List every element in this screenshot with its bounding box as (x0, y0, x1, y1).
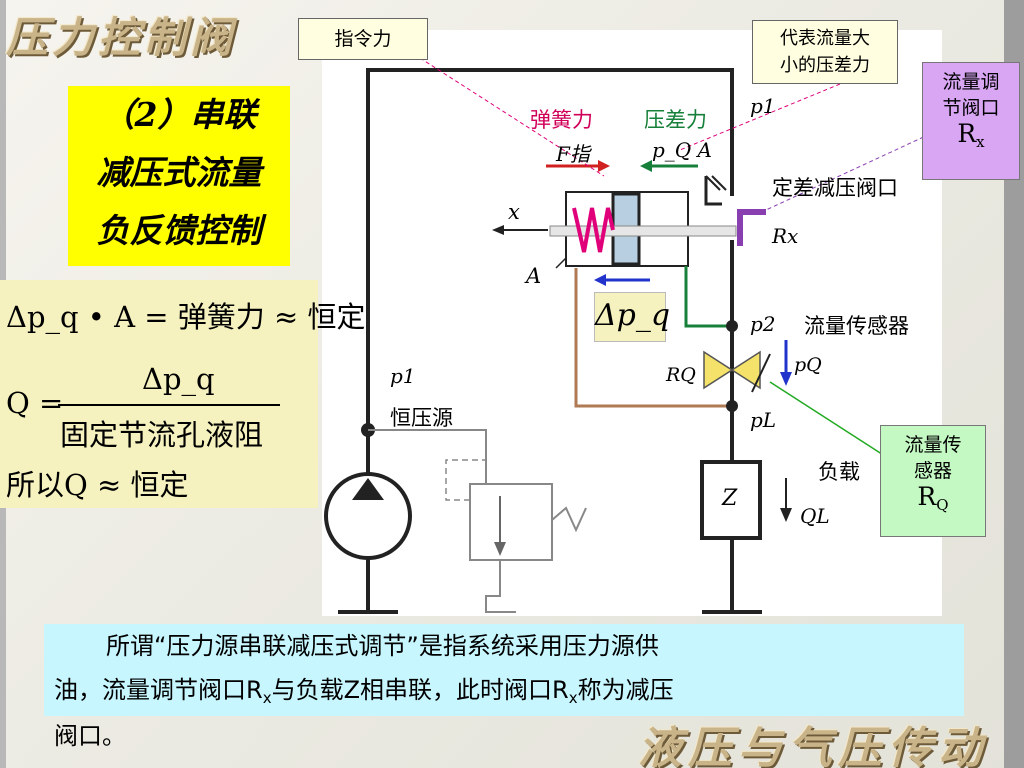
orifice-rq-right (730, 350, 761, 390)
x-arrow (492, 225, 504, 235)
valve-port-mark (737, 209, 766, 246)
rx-sub: x (976, 133, 985, 151)
label-z: Z (722, 486, 738, 511)
label-f-cmd: F指 (556, 142, 590, 166)
valve-seat-hatch (704, 176, 722, 206)
label-ql: QL (800, 504, 830, 528)
label-pq: pQ (794, 354, 822, 376)
dp-arrow (594, 274, 606, 286)
formula-q-label: Q = (6, 386, 64, 420)
rq-sub: Q (936, 496, 949, 514)
callout-pressure-diff: 代表流量大 小的压差力 (752, 20, 898, 84)
section-line-2: 减压式流量 (96, 153, 262, 192)
formula-numerator: Δp_q (142, 362, 215, 396)
pilot-line-pl (574, 268, 732, 408)
label-load: 负载 (818, 460, 860, 484)
callout-command-force: 指令力 (298, 18, 428, 60)
pump-triangle (352, 478, 384, 500)
callout-rq-symbol: RQ (881, 484, 985, 518)
fraction-bar (58, 404, 280, 406)
callout-rx-symbol: Rx (923, 121, 1019, 155)
label-valve-port: 定差减压阀口 (772, 176, 898, 200)
label-p1-left: p1 (390, 364, 416, 388)
spring-zigzag (572, 207, 615, 253)
formula-panel: Δp_q • A = 弹簧力 ≈ 恒定 Δp_q Q = 固定节流孔液阻 所以Q… (0, 280, 366, 508)
main-pipe-left (366, 68, 734, 430)
label-pqa: p_Q A (652, 138, 712, 162)
label-source: 恒压源 (390, 406, 453, 430)
label-rq: RQ (666, 364, 696, 386)
pq-arrow (780, 372, 792, 386)
callout-rx-line-1: 流量调 (942, 71, 1000, 93)
section-line-1: （2）串联 (101, 95, 257, 134)
callout-pressure-diff-line-1: 代表流量大 (780, 28, 870, 49)
callout-rx: 流量调 节阀口 Rx (922, 62, 1020, 180)
rq-symbol: R (917, 482, 937, 511)
orifice-rq-left (703, 350, 734, 390)
paragraph-line-2-a: 油，流量调节阀口R (54, 676, 263, 704)
pressure-force-arrow (640, 160, 652, 172)
label-pl: pL (750, 408, 777, 432)
callout-rq: 流量传 感器 RQ (880, 425, 986, 537)
label-pressure-force: 压差力 (644, 108, 707, 132)
paragraph-line-3: 阀口。 (54, 722, 126, 750)
label-flow-sensor: 流量传感器 (804, 314, 909, 338)
paragraph-line-2-c: 称为减压 (577, 676, 674, 704)
callout-rx-line-2: 节阀口 (942, 97, 1000, 119)
formula-denominator: 固定节流孔液阻 (60, 418, 264, 452)
formula-line-3: 所以Q ≈ 恒定 (6, 468, 189, 502)
label-p1-top: p1 (750, 94, 776, 118)
paragraph-line-1: 所谓“压力源串联减压式调节”是指系统采用压力源供 (106, 632, 659, 660)
paragraph-line-2: 油，流量调节阀口Rx与负载Z相串联，此时阀口Rx称为减压 (54, 668, 954, 720)
rx-symbol: R (957, 119, 977, 148)
callout-rq-line-1: 流量传 (904, 434, 962, 456)
label-rx: Rx (772, 224, 799, 248)
paragraph-line-2-b: 与负载Z相串联，此时阀口R (271, 676, 569, 704)
section-line-3: 负反馈控制 (96, 211, 262, 250)
label-a: A (526, 264, 542, 288)
label-spring-force: 弹簧力 (530, 108, 593, 132)
page-edge-right (1004, 0, 1024, 768)
section-heading: （2）串联 减压式流量 负反馈控制 (68, 86, 290, 266)
bottom-paragraph: 所谓“压力源串联减压式调节”是指系统采用压力源供 油，流量调节阀口Rx与负载Z相… (44, 624, 964, 716)
valve-stem (549, 225, 737, 237)
pilot-line-p2 (684, 266, 732, 328)
footer-brand: 液压与气压传动 (638, 723, 988, 768)
relief-valve (469, 483, 553, 561)
formula-line-1: Δp_q • A = 弹簧力 ≈ 恒定 (6, 300, 366, 334)
callout-rq-line-2: 感器 (913, 460, 952, 482)
spring-force-arrow (598, 160, 610, 172)
label-x: x (508, 200, 520, 224)
label-p2: p2 (750, 312, 776, 336)
slide-title: 压力控制阀 (6, 13, 237, 62)
paragraph-sub-x-1: x (262, 689, 272, 707)
paragraph-sub-x-2: x (568, 689, 578, 707)
callout-pressure-diff-line-2: 小的压差力 (780, 55, 870, 76)
delta-pq-box: Δp_q (594, 292, 670, 342)
